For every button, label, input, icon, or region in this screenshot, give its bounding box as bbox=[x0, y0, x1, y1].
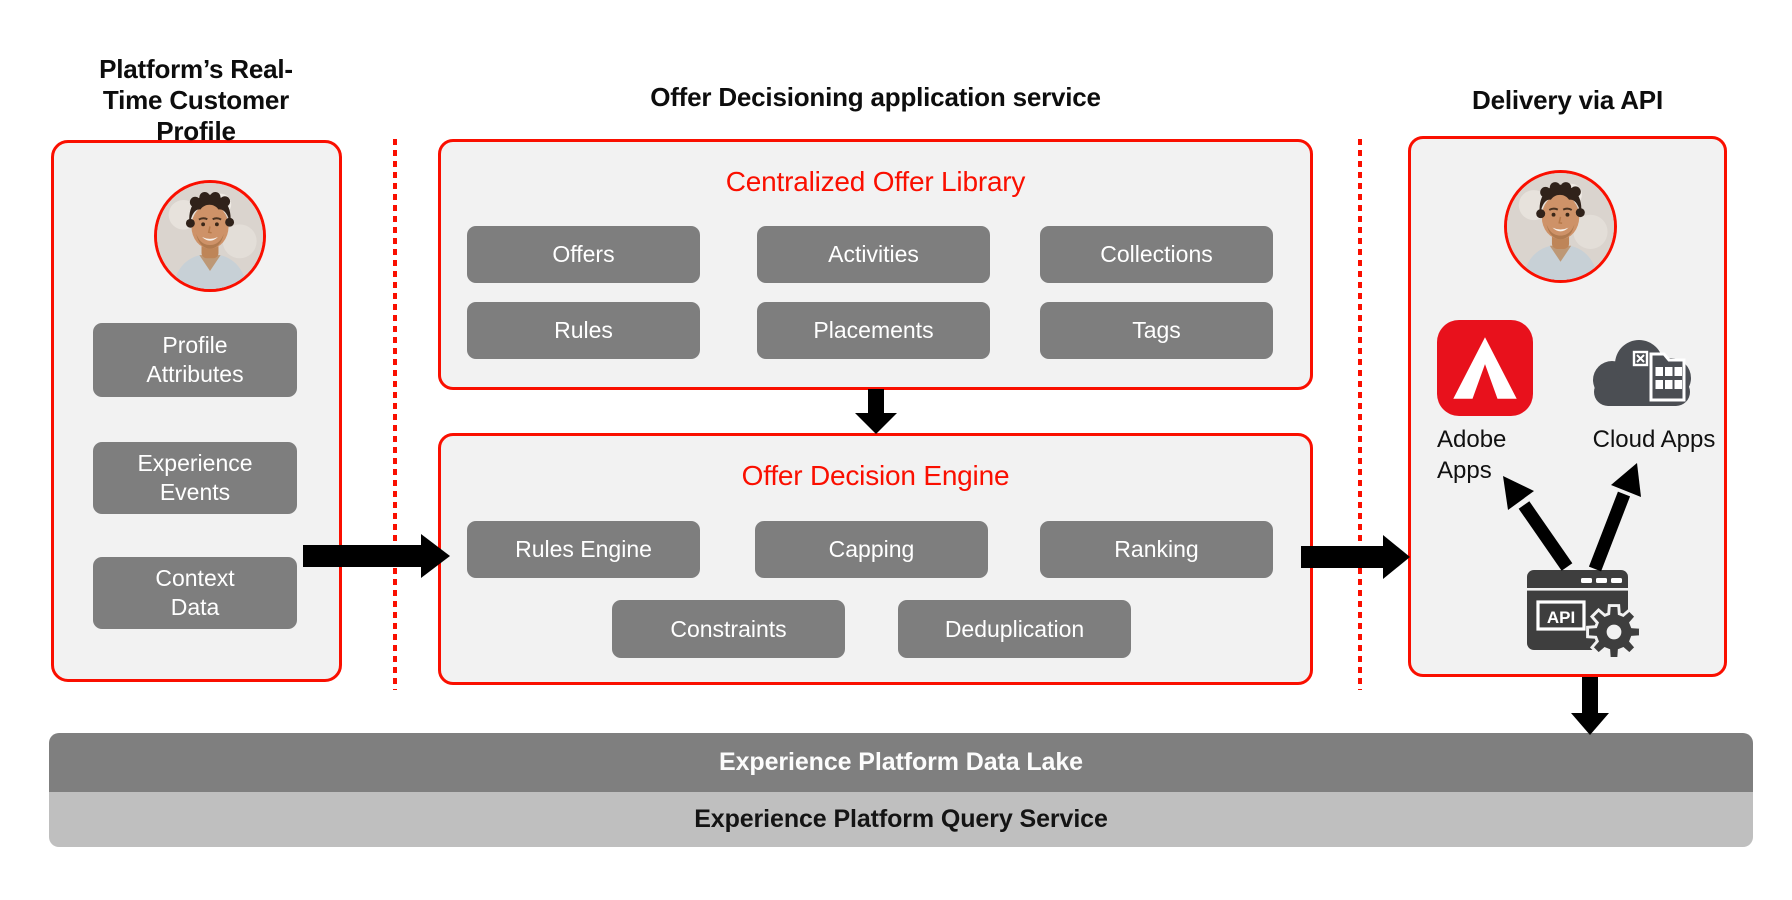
heading-line: Profile bbox=[156, 116, 236, 146]
dotted-separator-right bbox=[1358, 139, 1362, 690]
tags-box: Tags bbox=[1040, 302, 1273, 359]
offers-box: Offers bbox=[467, 226, 700, 283]
library-title: Centralized Offer Library bbox=[725, 166, 1026, 197]
dotted-separator-left bbox=[393, 139, 397, 690]
box-label-line: Profile bbox=[162, 332, 228, 358]
placements-box: Placements bbox=[757, 302, 990, 359]
delivery-heading: Delivery via API bbox=[1472, 85, 1663, 115]
cloud-apps-icon bbox=[1582, 328, 1704, 418]
deduplication-box: Deduplication bbox=[898, 600, 1131, 658]
heading-line: Time Customer bbox=[102, 85, 290, 115]
profile-section-heading: Platform’s Real- Time Customer Profile bbox=[46, 54, 346, 147]
context-data-box: Context Data bbox=[93, 557, 297, 629]
heading-line: Platform’s Real- bbox=[99, 54, 293, 84]
rules-box: Rules bbox=[467, 302, 700, 359]
adobe-logo-icon bbox=[1437, 320, 1533, 416]
activities-box: Activities bbox=[757, 226, 990, 283]
cloud-apps-label: Cloud Apps bbox=[1592, 426, 1716, 453]
arrow-library-to-engine bbox=[855, 389, 897, 434]
box-label-line: Attributes bbox=[146, 361, 244, 387]
capping-box: Capping bbox=[755, 521, 988, 578]
label-line: Apps bbox=[1437, 457, 1492, 484]
constraints-box: Constraints bbox=[612, 600, 845, 658]
customer-avatar-icon bbox=[1504, 170, 1617, 283]
customer-avatar-icon bbox=[154, 180, 266, 292]
box-label-line: Events bbox=[159, 479, 231, 505]
engine-title: Offer Decision Engine bbox=[741, 460, 1010, 491]
rules-engine-box: Rules Engine bbox=[467, 521, 700, 578]
collections-box: Collections bbox=[1040, 226, 1273, 283]
gear-icon bbox=[1586, 604, 1642, 660]
arrow-engine-to-delivery bbox=[1301, 535, 1410, 579]
data-lake-bar: Experience Platform Data Lake bbox=[49, 733, 1753, 792]
api-window-gear-icon: API bbox=[1526, 566, 1648, 666]
arrow-delivery-to-datalake bbox=[1571, 677, 1609, 735]
api-label: API bbox=[1547, 608, 1575, 627]
box-label-line: Experience bbox=[137, 450, 253, 476]
ranking-box: Ranking bbox=[1040, 521, 1273, 578]
profile-attributes-box: Profile Attributes bbox=[93, 323, 297, 397]
offer-decisioning-heading: Offer Decisioning application service bbox=[650, 82, 1101, 112]
box-label-line: Context bbox=[155, 565, 235, 591]
adobe-apps-label: Adobe Apps bbox=[1437, 424, 1557, 486]
label-line: Adobe bbox=[1437, 426, 1507, 453]
box-label-line: Data bbox=[170, 594, 220, 620]
query-service-bar: Experience Platform Query Service bbox=[49, 792, 1753, 847]
experience-events-box: Experience Events bbox=[93, 442, 297, 514]
